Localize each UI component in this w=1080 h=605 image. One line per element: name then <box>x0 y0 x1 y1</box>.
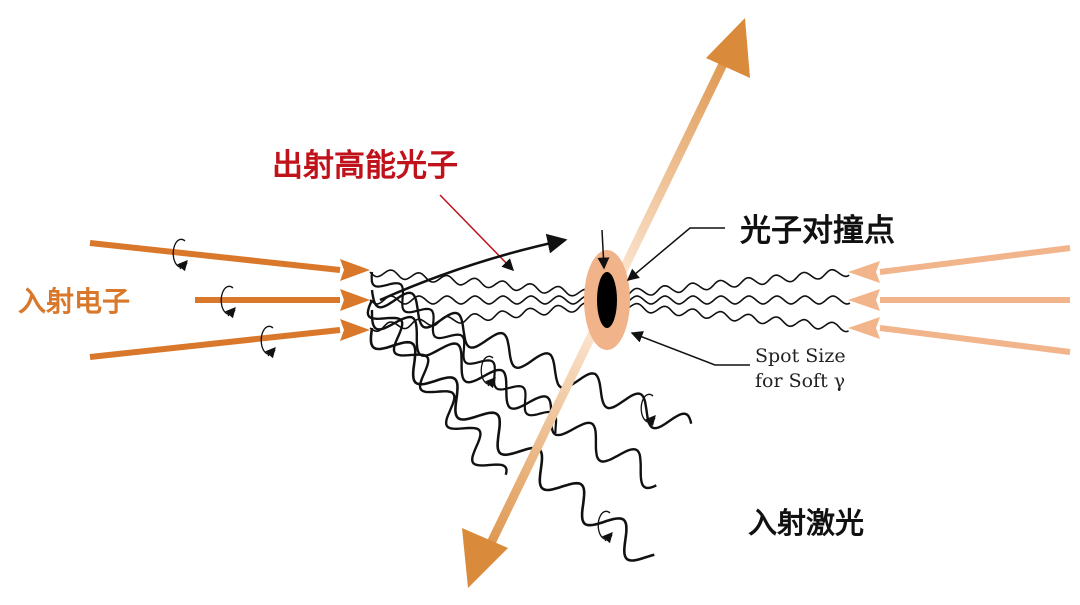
spot-pointer <box>630 331 750 366</box>
laser-arrowhead <box>848 261 880 283</box>
spin-arrow-icon <box>602 532 613 544</box>
electron-arrowhead <box>340 259 370 281</box>
scattered-photon-wave <box>370 289 693 430</box>
collision-pointer <box>626 227 725 281</box>
top-pointer <box>597 229 610 270</box>
spin-icons <box>172 238 656 544</box>
laser-beams-right <box>848 245 1071 355</box>
spin-arrow-icon <box>265 347 276 359</box>
laser-arrowhead-top <box>706 18 750 78</box>
spin-arrow-icon <box>645 415 656 427</box>
laser-photon-wave <box>369 269 598 299</box>
incident-laser-label: 入射激光 <box>748 506 865 540</box>
laser-photon-wave <box>369 301 598 333</box>
photon-waves <box>366 268 851 562</box>
scattered-photon-wave <box>369 327 655 562</box>
laser-photon-wave <box>615 295 851 305</box>
electron-arrowhead <box>340 319 370 341</box>
electron-beams <box>89 240 370 360</box>
scattered-photon-wave <box>370 310 657 490</box>
collision-point-label: 光子对撞点 <box>740 213 895 249</box>
laser-photon-wave <box>615 302 849 333</box>
pointer-lines <box>379 194 750 366</box>
scattered-photon-wave <box>366 299 508 476</box>
electron-arrowhead <box>340 289 370 311</box>
collision-spot <box>584 250 630 350</box>
laser-beam-arrow <box>879 245 1071 275</box>
photon-pointer <box>439 194 515 272</box>
spin-arrow-icon <box>225 307 236 319</box>
incident-electrons-label: 入射电子 <box>18 285 131 318</box>
laser-beam-arrow <box>879 325 1071 355</box>
electron-beam-arrow <box>89 240 341 273</box>
photon-trajectory-arrow <box>379 233 568 302</box>
spin-arrow-icon <box>177 260 188 272</box>
outgoing-photons-label: 出射高能光子 <box>272 148 458 184</box>
spin-arrow-icon <box>485 377 496 389</box>
spot-size-label-2: for Soft γ <box>755 370 846 392</box>
scattered-photon-wave <box>370 271 558 434</box>
laser-arrowhead <box>848 317 880 339</box>
laser-photon-wave <box>369 295 599 305</box>
laser-photon-wave <box>615 268 850 299</box>
electron-beam-arrow <box>89 327 341 360</box>
laser-arrowhead <box>848 289 880 311</box>
spot-size-label: Spot Size <box>755 345 846 367</box>
laser-arrowhead-bottom <box>462 528 508 588</box>
